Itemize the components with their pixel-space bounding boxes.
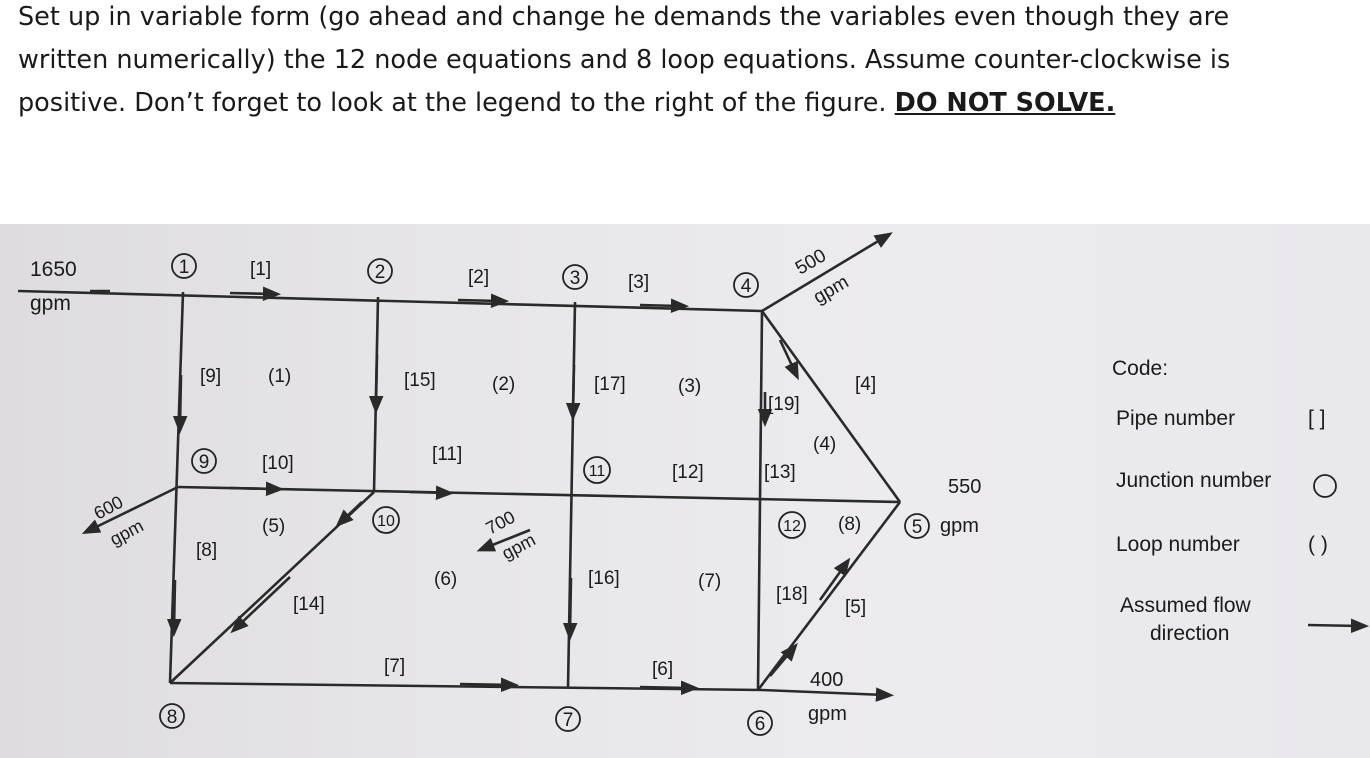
junction-10: 10 (372, 506, 400, 534)
svg-text:6: 6 (755, 714, 766, 735)
loop-label-8: (8) (838, 514, 861, 535)
junction-11: 11 (583, 456, 611, 484)
junction-6: 6 (747, 710, 773, 736)
problem-intro: Set up in variable form (go ahead and ch… (18, 2, 1231, 118)
pipe-label-4: [4] (855, 374, 876, 395)
node5-demand-value: 550 (948, 476, 981, 498)
legend-junction-circle-icon (1313, 474, 1337, 498)
junction-8: 8 (159, 703, 185, 729)
legend-pipe-number-label: Pipe number (1116, 407, 1235, 430)
junction-9: 9 (191, 448, 217, 474)
svg-text:10: 10 (377, 513, 395, 530)
junction-markers: 1 2 3 4 5 6 7 8 9 10 11 12 (159, 253, 930, 736)
junction-12: 12 (778, 511, 806, 539)
svg-text:11: 11 (589, 463, 606, 480)
pipe-19-13-18-vertical (756, 310, 764, 691)
inflow-unit: gpm (30, 292, 71, 315)
problem-statement: Set up in variable form (go ahead and ch… (18, 0, 1318, 125)
pipe-label-15: [15] (404, 370, 436, 391)
pipe-label-12: [12] (672, 462, 704, 483)
junction-7: 7 (555, 706, 581, 732)
legend-flow-direction-label-1: Assumed flow (1120, 594, 1252, 617)
svg-text:1: 1 (179, 257, 190, 278)
inflow-value: 1650 (30, 258, 77, 281)
loop-label-5: (5) (262, 516, 285, 537)
pipe-network-figure: 1 2 3 4 5 6 7 8 9 10 11 12 [1] [2] [3] [… (0, 224, 1370, 758)
node11-demand-value: 700 (482, 507, 518, 539)
legend: Code: Pipe number [ ] Junction number Lo… (1112, 357, 1337, 645)
loop-label-4: (4) (813, 434, 836, 455)
junction-3: 3 (562, 264, 588, 290)
pipe-label-7: [7] (384, 656, 405, 677)
top-main-pipe (17, 289, 763, 313)
legend-loop-number-label: Loop number (1116, 533, 1240, 556)
loop-label-7: (7) (698, 571, 721, 592)
pipe-label-17: [17] (594, 374, 626, 395)
node6-demand-unit: gpm (808, 703, 847, 725)
legend-title: Code: (1112, 357, 1168, 380)
pipe-label-9: [9] (200, 366, 221, 387)
node5-demand-unit: gpm (940, 515, 979, 537)
loop-label-1: (1) (268, 366, 291, 387)
node6-demand-value: 400 (810, 669, 843, 691)
svg-text:4: 4 (741, 276, 752, 297)
pipe-label-1: [1] (250, 259, 271, 280)
loop-label-6: (6) (434, 569, 457, 590)
flow-arrows (90, 286, 851, 696)
legend-loop-number-symbol: ( ) (1308, 533, 1328, 556)
legend-pipe-number-symbol: [ ] (1308, 407, 1326, 430)
legend-flow-direction-label-2: direction (1150, 622, 1229, 645)
pipe-label-13: [13] (764, 462, 796, 483)
pipe-label-10: [10] (262, 453, 294, 474)
loop-number-labels: (1) (2) (3) (4) (5) (6) (7) (8) (262, 366, 861, 592)
middle-main-pipe (177, 485, 901, 504)
bottom-main-pipe (169, 681, 763, 692)
pipe-number-labels: [1] [2] [3] [4] [5] [6] [7] [8] [9] [10]… (196, 259, 876, 680)
pipe-label-14: [14] (293, 594, 325, 615)
node11-demand-unit: gpm (498, 529, 538, 563)
pipe-label-16: [16] (588, 568, 620, 589)
junction-2: 2 (367, 258, 393, 284)
svg-text:2: 2 (375, 262, 386, 283)
node9-demand-unit: gpm (106, 515, 146, 549)
pipe-label-11: [11] (432, 444, 462, 465)
junction-1: 1 (171, 253, 197, 279)
pipe-label-18: [18] (776, 584, 808, 605)
loop-label-2: (2) (492, 374, 515, 395)
legend-junction-number-label: Junction number (1116, 469, 1271, 492)
node9-demand-value: 600 (90, 492, 126, 524)
pipe-label-19: [19] (768, 394, 800, 415)
svg-text:8: 8 (167, 707, 178, 728)
pipe-label-8: [8] (196, 540, 217, 561)
junction-4: 4 (733, 272, 759, 298)
pipe-label-3: [3] (628, 272, 649, 293)
do-not-solve-text: DO NOT SOLVE. (894, 88, 1116, 118)
flow-quantity-labels: 1650 gpm 500 gpm 600 gpm 700 gpm 550 gpm… (30, 245, 981, 725)
svg-text:3: 3 (570, 268, 581, 289)
junction-5: 5 (904, 513, 930, 539)
svg-text:9: 9 (199, 452, 210, 473)
pipe-4-diagonal (760, 310, 902, 503)
svg-text:5: 5 (912, 517, 923, 538)
pipe-lines (17, 289, 902, 692)
pipe-label-2: [2] (468, 267, 489, 288)
pipe-label-5: [5] (845, 597, 866, 618)
svg-text:12: 12 (783, 518, 801, 535)
svg-text:7: 7 (563, 710, 574, 731)
loop-label-3: (3) (678, 376, 701, 397)
external-flow-arrows (81, 232, 1370, 702)
pipe-label-6: [6] (652, 659, 673, 680)
